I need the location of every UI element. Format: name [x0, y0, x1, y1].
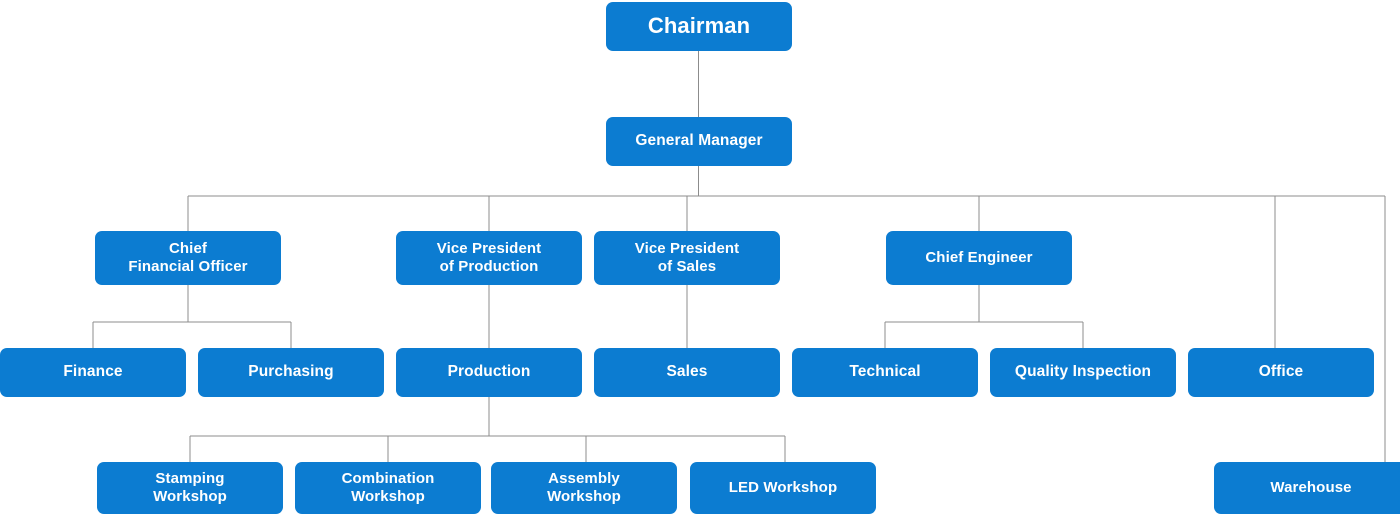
org-node-label: Chief Engineer — [925, 248, 1033, 266]
org-node-label: Chairman — [647, 13, 751, 39]
org-node-label: Combination Workshop — [341, 469, 435, 505]
org-node-production[interactable]: Production — [396, 348, 582, 397]
org-node-label: Office — [1258, 363, 1304, 381]
org-node-label: Vice President of Production — [436, 239, 542, 275]
org-node-label: Sales — [666, 363, 708, 381]
org-node-cfo[interactable]: Chief Financial Officer — [95, 231, 281, 285]
org-node-label: Technical — [849, 363, 921, 381]
org-node-vp-prod[interactable]: Vice President of Production — [396, 231, 582, 285]
org-node-label: Finance — [63, 363, 123, 381]
org-node-label: Assembly Workshop — [547, 469, 621, 505]
org-node-vp-sales[interactable]: Vice President of Sales — [594, 231, 780, 285]
org-node-label: Production — [447, 363, 531, 381]
org-node-led[interactable]: LED Workshop — [690, 462, 876, 514]
org-node-label: Quality Inspection — [1014, 363, 1152, 381]
org-node-office[interactable]: Office — [1188, 348, 1374, 397]
org-node-label: Warehouse — [1270, 478, 1352, 496]
org-node-warehouse[interactable]: Warehouse — [1214, 462, 1400, 514]
org-node-label: Chief Financial Officer — [128, 239, 248, 275]
org-node-label: Purchasing — [248, 363, 334, 381]
org-node-chairman[interactable]: Chairman — [606, 2, 792, 51]
org-node-finance[interactable]: Finance — [0, 348, 186, 397]
org-node-quality[interactable]: Quality Inspection — [990, 348, 1176, 397]
org-node-purchasing[interactable]: Purchasing — [198, 348, 384, 397]
org-node-label: Vice President of Sales — [634, 239, 740, 275]
org-node-label: General Manager — [635, 132, 763, 150]
org-node-stamping[interactable]: Stamping Workshop — [97, 462, 283, 514]
org-node-label: LED Workshop — [728, 478, 838, 496]
org-node-combination[interactable]: Combination Workshop — [295, 462, 481, 514]
org-node-sales[interactable]: Sales — [594, 348, 780, 397]
org-node-assembly[interactable]: Assembly Workshop — [491, 462, 677, 514]
org-node-chief-eng[interactable]: Chief Engineer — [886, 231, 1072, 285]
org-node-gm[interactable]: General Manager — [606, 117, 792, 166]
org-node-label: Stamping Workshop — [153, 469, 227, 505]
org-node-technical[interactable]: Technical — [792, 348, 978, 397]
